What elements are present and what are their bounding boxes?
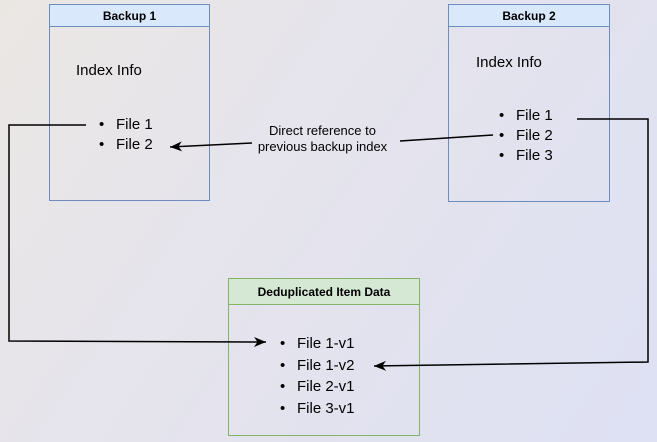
- backup-1-file-2-item: File 2: [99, 135, 153, 155]
- dedup-file-3-v1-item: File 3-v1: [280, 398, 355, 420]
- annotation-line-1: Direct reference to: [269, 123, 376, 138]
- backup-1-title: Backup 1: [50, 5, 209, 27]
- deduplicated-item-data-title: Deduplicated Item Data: [229, 279, 419, 305]
- dedup-file-2-v1-item: File 2-v1: [280, 376, 355, 398]
- dedup-file-list: File 1-v1 File 1-v2 File 2-v1 File 3-v1: [280, 333, 355, 419]
- backup-2-box: Backup 2 Index Info File 1 File 2 File 3: [448, 4, 610, 202]
- backup-1-file-list: File 1 File 2: [99, 115, 153, 155]
- backup-1-box: Backup 1 Index Info File 1 File 2: [49, 4, 210, 201]
- backup-1-index-info-label: Index Info: [76, 62, 142, 79]
- annotation-line-2: previous backup index: [257, 139, 388, 154]
- backup-2-index-info-label: Index Info: [476, 54, 542, 71]
- backup-2-file-3-item: File 3: [499, 146, 553, 166]
- backup-2-title: Backup 2: [449, 5, 609, 27]
- backup-2-file-list: File 1 File 2 File 3: [499, 106, 553, 166]
- dedup-file-1-v2-item: File 1-v2: [280, 355, 355, 377]
- dedup-file-1-v1-item: File 1-v1: [280, 333, 355, 355]
- deduplicated-item-data-box: Deduplicated Item Data File 1-v1 File 1-…: [228, 278, 420, 436]
- backup-1-file-1-item: File 1: [99, 115, 153, 135]
- backup-2-file-1-item: File 1: [499, 106, 553, 126]
- backup-2-file-2-item: File 2: [499, 126, 553, 146]
- direct-reference-annotation: Direct reference to previous backup inde…: [235, 123, 410, 155]
